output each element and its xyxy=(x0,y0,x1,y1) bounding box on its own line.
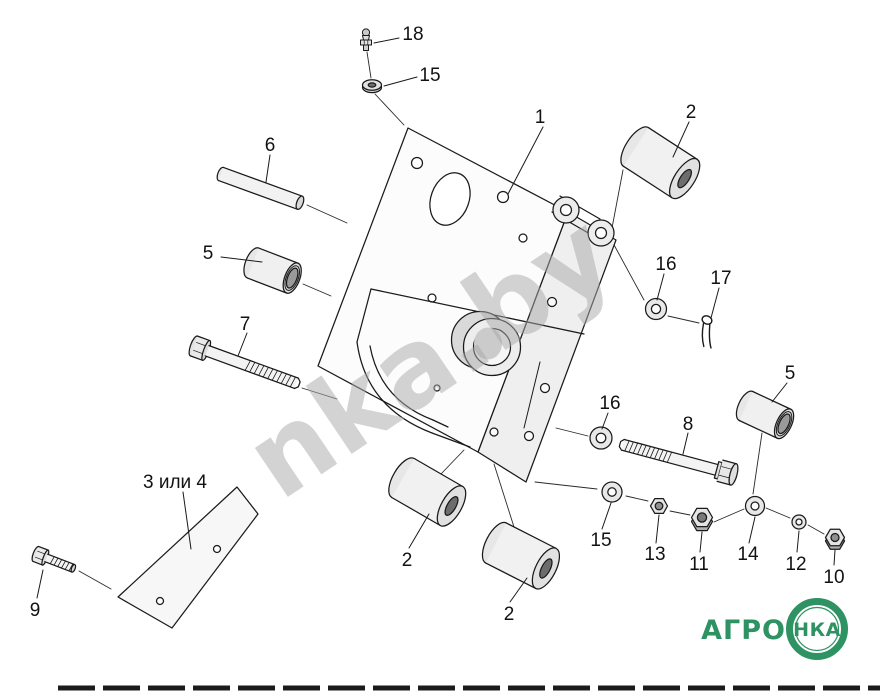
part-cylinder-2-middle xyxy=(388,457,467,527)
part-label-6: 6 xyxy=(265,135,276,156)
part-washer-15-lower xyxy=(601,481,623,503)
logo-text-agro: АГРО xyxy=(701,615,786,646)
part-label-2c: 2 xyxy=(504,604,515,625)
part-label-5b: 5 xyxy=(785,363,796,384)
part-nut-13 xyxy=(649,497,669,515)
part-label-8: 8 xyxy=(683,414,694,435)
part-bushing-5-left xyxy=(243,247,302,294)
part-labels: 18 15 1 2 6 5 16 17 7 5 16 8 3 или 4 2 1… xyxy=(30,24,845,625)
part-label-7: 7 xyxy=(240,314,251,335)
part-label-15a: 15 xyxy=(419,65,440,86)
part-label-13: 13 xyxy=(644,544,665,565)
part-cylinder-2-top xyxy=(620,126,701,200)
part-label-5a: 5 xyxy=(203,243,214,264)
part-pin-6 xyxy=(216,166,305,211)
part-label-3-or-4: 3 или 4 xyxy=(143,472,207,493)
part-bushing-5-right xyxy=(735,390,795,440)
part-label-2a: 2 xyxy=(686,102,697,123)
part-label-12: 12 xyxy=(785,554,806,575)
part-label-1: 1 xyxy=(535,107,546,128)
part-washer-16-upper xyxy=(644,297,668,321)
part-label-17: 17 xyxy=(710,268,731,289)
part-washer-16-lower xyxy=(589,426,613,450)
logo-text-nka: НКА xyxy=(793,619,841,641)
part-nut-10 xyxy=(824,528,846,550)
part-label-2b: 2 xyxy=(402,550,413,571)
part-grease-fitting-18 xyxy=(360,28,372,51)
part-label-11: 11 xyxy=(689,554,709,575)
part-nut-11 xyxy=(690,507,714,532)
logo-inner-ring xyxy=(794,606,840,652)
leader-lines xyxy=(36,37,836,603)
part-washer-14 xyxy=(744,495,766,517)
part-washer-15-top xyxy=(361,79,383,94)
part-bracket-1 xyxy=(317,127,617,483)
part-label-18: 18 xyxy=(402,24,423,45)
part-label-14: 14 xyxy=(737,544,759,565)
brand-logo: АГРО НКА xyxy=(701,598,848,660)
part-bolt-9 xyxy=(31,545,77,573)
part-cylinder-2-bottom xyxy=(481,521,561,590)
part-bolt-7 xyxy=(188,335,301,390)
part-label-10: 10 xyxy=(823,567,844,588)
part-label-9: 9 xyxy=(30,600,41,621)
part-bolt-8 xyxy=(618,438,739,486)
part-washer-12 xyxy=(791,514,807,530)
part-cotter-pin-17 xyxy=(701,315,713,349)
part-label-16b: 16 xyxy=(599,393,620,414)
logo-outer-ring xyxy=(786,598,848,660)
part-label-15b: 15 xyxy=(590,530,611,551)
assembly-axis-lines xyxy=(78,51,825,590)
part-label-16a: 16 xyxy=(655,254,676,275)
part-plate-3-or-4 xyxy=(117,486,259,629)
